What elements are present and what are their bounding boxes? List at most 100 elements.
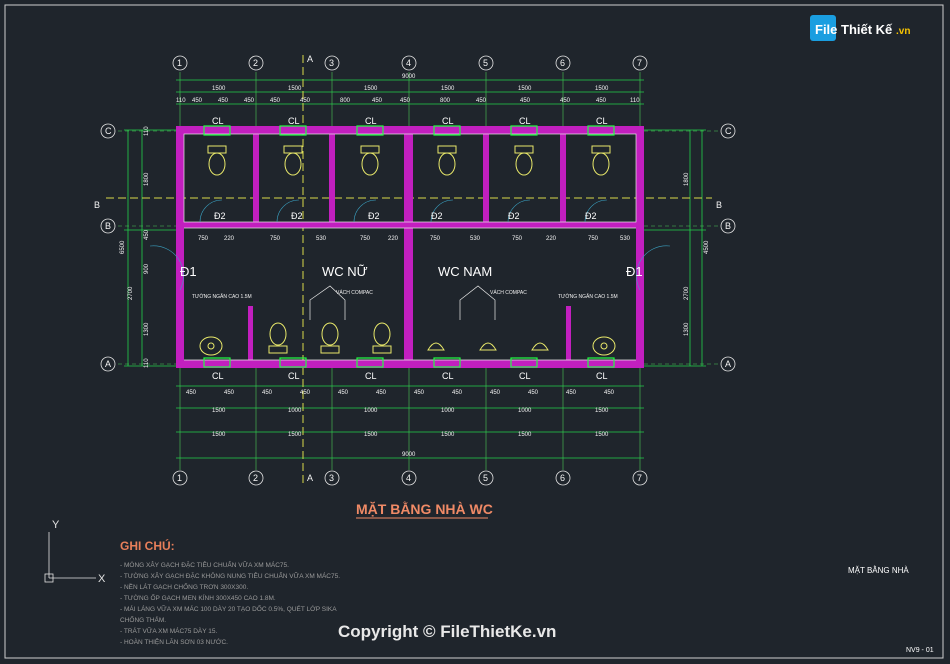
grid-label-2-bottom: 2 <box>253 473 258 483</box>
annotations: TƯỜNG NGĂN CAO 1.5M TƯỜNG NGĂN CAO 1.5M … <box>192 289 618 300</box>
dim-top-detail: 110 <box>176 98 186 104</box>
copyright-watermark: Copyright © FileThietKe.vn <box>338 622 556 641</box>
cl-label: CL <box>596 116 608 126</box>
grid-labels-bottom: 1 2 3 4 5 6 7 <box>177 473 642 483</box>
door-label: Đ2 <box>368 211 380 221</box>
dim-mid: 530 <box>620 236 631 242</box>
grid-label-4-bottom: 4 <box>406 473 411 483</box>
dim-bottom-detail: 450 <box>566 390 577 396</box>
section-marker-top: A <box>307 54 313 64</box>
dim-bottom-detail: 450 <box>490 390 501 396</box>
grid-label-7-bottom: 7 <box>637 473 642 483</box>
dim-mid: 220 <box>224 236 235 242</box>
grid-label-4: 4 <box>406 58 411 68</box>
grid-label-3-bottom: 3 <box>329 473 334 483</box>
dim-bottom-detail: 450 <box>300 390 311 396</box>
dim-right: 1300 <box>684 322 690 336</box>
dim-right: 4500 <box>704 240 710 254</box>
grid-label-1: 1 <box>177 58 182 68</box>
dim-top-bay-4: 1500 <box>441 86 455 92</box>
sheet-label: MẶT BẰNG NHÀ <box>848 566 909 575</box>
dim-right: 2700 <box>684 286 690 300</box>
cut-label-right: B <box>716 200 722 210</box>
cl-label: CL <box>365 371 377 381</box>
dim-left: 6500 <box>120 240 126 254</box>
ucs-y-label: Y <box>52 519 60 531</box>
dim-bottom-detail: 450 <box>262 390 273 396</box>
annotation-compac: VÁCH COMPAC <box>490 289 527 296</box>
dim-bottom-detail: 450 <box>604 390 615 396</box>
dim-top-bay-1: 1500 <box>212 86 226 92</box>
dim-top-detail: 450 <box>596 98 607 104</box>
walls <box>176 126 644 368</box>
toilets-top <box>207 145 611 176</box>
right-dimension-text: 1800 4500 2700 1300 <box>684 172 710 336</box>
grid-labels-side: C B A C B A B B <box>94 126 732 369</box>
logo-suffix: .vn <box>896 26 910 37</box>
door-label-d1: Đ1 <box>626 264 643 279</box>
top-windows <box>203 125 615 136</box>
cl-label: CL <box>365 116 377 126</box>
dim-left: 1800 <box>144 172 150 186</box>
grid-label-6: 6 <box>560 58 565 68</box>
logo-badge <box>810 15 836 41</box>
grid-label-5-bottom: 5 <box>483 473 488 483</box>
dim-top-bay-3: 1500 <box>364 86 378 92</box>
dim-top-detail: 450 <box>300 98 311 104</box>
dim-top-detail: 450 <box>270 98 281 104</box>
dim-right: 1800 <box>684 172 690 186</box>
side-dimension-lines <box>124 129 706 367</box>
ucs-x-label: X <box>98 573 106 585</box>
cl-label: CL <box>519 371 531 381</box>
dim-mid: 220 <box>546 236 557 242</box>
grid-label-7: 7 <box>637 58 642 68</box>
note-line: - TƯỜNG ỐP GẠCH MEN KÍNH 300X450 CAO 1.8… <box>120 592 276 602</box>
note-line: - MÁI LÁNG VỮA XM MÁC 100 DÀY 20 TẠO DỐC… <box>120 603 337 613</box>
annotation-low-wall: TƯỜNG NGĂN CAO 1.5M <box>192 293 252 300</box>
grid-label-2: 2 <box>253 58 258 68</box>
room-label-women: WC NỮ <box>322 264 368 279</box>
dim-bottom-detail: 450 <box>338 390 349 396</box>
cl-label: CL <box>519 116 531 126</box>
grid-labels-top: 1 2 3 4 5 6 7 <box>177 58 642 68</box>
dim-top-detail: 800 <box>340 98 351 104</box>
grid-label-c-right: C <box>725 126 732 136</box>
dim-top-detail: 450 <box>244 98 255 104</box>
dim-bottom-bay2: 1500 <box>288 432 302 438</box>
cl-label: CL <box>288 371 300 381</box>
dim-mid: 220 <box>388 236 399 242</box>
dim-bottom-bay: 1500 <box>595 408 609 414</box>
sheet-border <box>4 4 944 659</box>
dim-bottom-bay2: 1500 <box>595 432 609 438</box>
logo-text: File Thiết Kế <box>815 22 893 37</box>
dim-left: 110 <box>144 126 150 136</box>
dim-bottom-bay2: 1500 <box>441 432 455 438</box>
dim-top-detail: 450 <box>560 98 571 104</box>
dim-left: 450 <box>144 229 150 240</box>
dim-left: 2700 <box>128 286 134 300</box>
dim-top-detail: 450 <box>400 98 411 104</box>
dim-bottom-detail: 450 <box>528 390 539 396</box>
grid-bubbles-top <box>172 55 648 71</box>
grid-label-c-left: C <box>105 126 112 136</box>
sinks-and-urinals <box>199 336 616 356</box>
sheet-number: NV9 - 01 <box>906 647 934 654</box>
dim-top-detail: 450 <box>372 98 383 104</box>
dim-mid: 750 <box>360 236 371 242</box>
cl-label: CL <box>596 371 608 381</box>
dim-left: 1300 <box>144 322 150 336</box>
grid-label-3: 3 <box>329 58 334 68</box>
dim-bottom-bay: 1000 <box>364 408 378 414</box>
note-line: - MÓNG XÂY GẠCH ĐẶC TIÊU CHUẨN VỮA XM MÁ… <box>120 560 289 569</box>
grid-bubbles-side <box>100 123 736 372</box>
room-label-men: WC NAM <box>438 264 492 279</box>
left-dimension-text: 110 1800 450 6500 900 2700 1300 110 <box>120 126 150 368</box>
dim-mid: 750 <box>270 236 281 242</box>
wall-outlines <box>183 133 637 361</box>
grid-label-b-left: B <box>105 221 111 231</box>
dim-top-detail: 800 <box>440 98 451 104</box>
dim-mid: 750 <box>588 236 599 242</box>
dim-bottom-detail: 450 <box>452 390 463 396</box>
